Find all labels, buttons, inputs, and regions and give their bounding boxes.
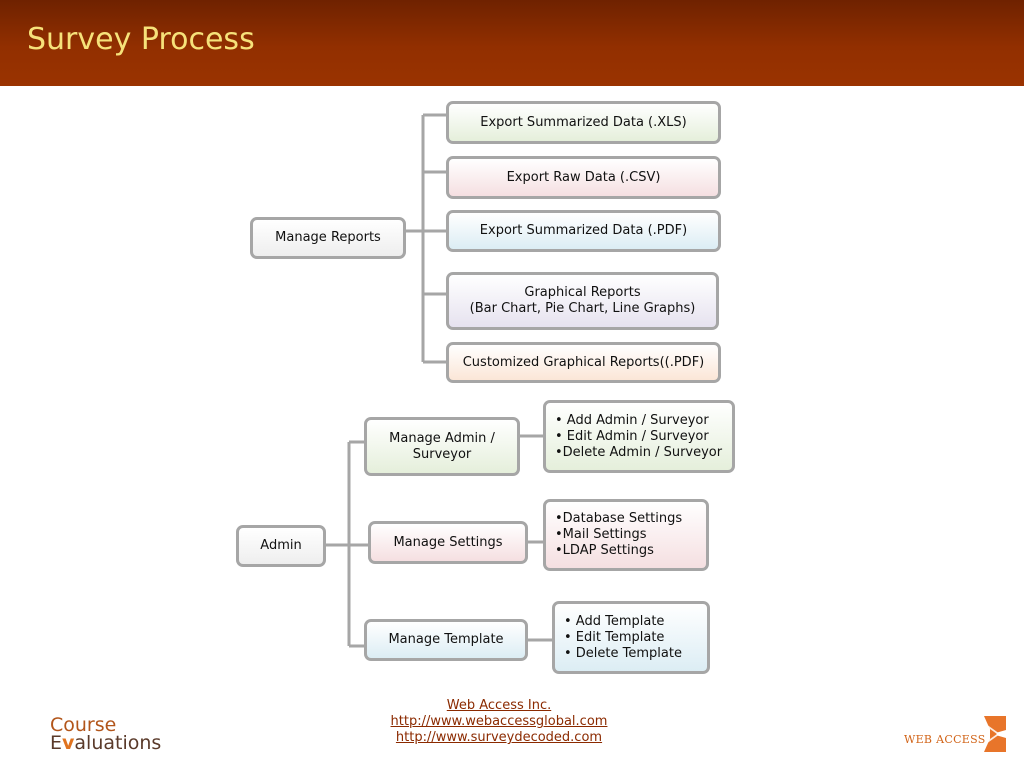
manage-reports-node: Manage Reports (250, 217, 406, 259)
graphical-reports-node: Graphical Reports (Bar Chart, Pie Chart,… (446, 272, 719, 330)
export-xls-label: Export Summarized Data (.XLS) (480, 114, 687, 130)
export-csv-node: Export Raw Data (.CSV) (446, 156, 721, 199)
logo-e-letter: E (50, 732, 63, 754)
template-actions-node: • Add Template • Edit Template • Delete … (552, 601, 710, 674)
manage-admin-label-line2: Surveyor (412, 446, 472, 462)
export-pdf-label: Export Summarized Data (.PDF) (479, 223, 688, 238)
settings-item: •Mail Settings (555, 527, 647, 542)
settings-item: •LDAP Settings (555, 543, 654, 558)
admin-label: Admin (260, 538, 302, 553)
check-mark-icon: v (62, 732, 75, 754)
admin-actions-node: • Add Admin / Surveyor • Edit Admin / Su… (543, 400, 735, 473)
manage-reports-label: Manage Reports (275, 230, 381, 245)
web-access-mark-icon (984, 716, 1006, 752)
customized-reports-node: Customized Graphical Reports((.PDF) (446, 342, 721, 383)
settings-item: •Database Settings (555, 511, 683, 526)
export-csv-label: Export Raw Data (.CSV) (506, 169, 661, 185)
company-link[interactable]: Web Access Inc. (446, 698, 552, 713)
admin-action-item: •Delete Admin / Surveyor (555, 444, 723, 460)
template-action-item: • Add Template (564, 613, 665, 629)
export-xls-node: Export Summarized Data (.XLS) (446, 101, 721, 144)
settings-list-node: •Database Settings •Mail Settings •LDAP … (543, 499, 709, 571)
customized-reports-label: Customized Graphical Reports((.PDF) (462, 354, 705, 370)
manage-template-label: Manage Template (388, 632, 504, 647)
template-action-item: • Edit Template (564, 629, 665, 645)
header-bar: Survey Process (0, 0, 1024, 86)
export-pdf-node: Export Summarized Data (.PDF) (446, 210, 721, 252)
web-access-logo-text: WEB ACCESS (904, 733, 986, 746)
manage-admin-label-line1: Manage Admin / (389, 430, 495, 446)
page-title: Survey Process (27, 22, 255, 57)
logo-rest-text: aluations (74, 732, 162, 754)
logo-evaluations-text: Evaluations (50, 732, 162, 754)
web-access-logo: WEB ACCESS (904, 716, 1014, 752)
surveydecoded-url-link[interactable]: http://www.surveydecoded.com (395, 730, 603, 745)
manage-settings-node: Manage Settings (368, 521, 528, 564)
admin-action-item: • Add Admin / Surveyor (555, 412, 709, 428)
logo-course-text: Course (50, 714, 117, 736)
admin-action-item: • Edit Admin / Surveyor (555, 428, 709, 444)
footer-links: Web Access Inc. http://www.webaccessglob… (370, 698, 628, 746)
course-evaluations-logo: Course Evaluations (50, 714, 162, 754)
manage-settings-label: Manage Settings (393, 534, 503, 550)
manage-template-node: Manage Template (364, 619, 528, 661)
admin-node: Admin (236, 525, 326, 567)
graphical-reports-title: Graphical Reports (524, 285, 641, 300)
graphical-reports-subtitle: (Bar Chart, Pie Chart, Line Graphs) (469, 301, 696, 316)
webaccess-url-link[interactable]: http://www.webaccessglobal.com (390, 714, 608, 729)
template-action-item: • Delete Template (564, 645, 682, 661)
manage-admin-node: Manage Admin / Surveyor (364, 417, 520, 476)
